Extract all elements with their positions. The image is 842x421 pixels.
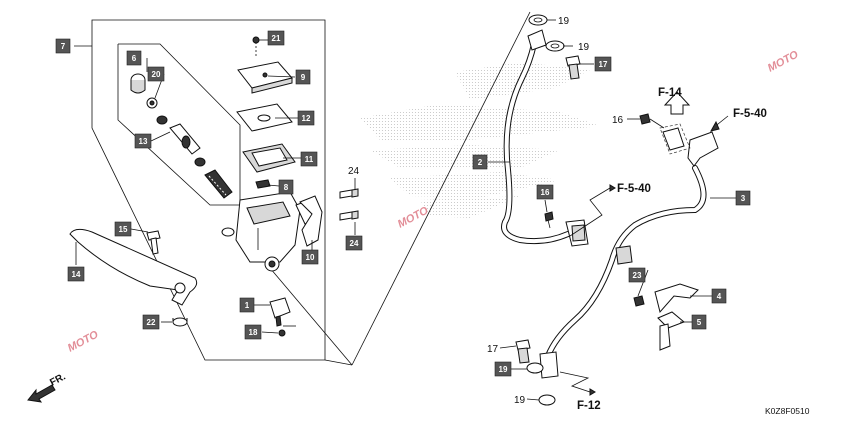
leader-lines xyxy=(75,19,736,401)
part-tag-11: 11 xyxy=(300,151,318,167)
part-tag-4: 4 xyxy=(711,288,727,304)
svg-text:6: 6 xyxy=(132,54,137,63)
svg-text:15: 15 xyxy=(119,225,128,234)
hose-guide-brackets xyxy=(633,283,699,351)
part-tag-15: 15 xyxy=(114,221,132,237)
part-tag-2: 2 xyxy=(472,154,488,170)
part-tag-5: 5 xyxy=(691,314,707,330)
part-tag-10: 10 xyxy=(301,249,319,265)
piston-kit xyxy=(130,73,233,199)
svg-text:1: 1 xyxy=(245,301,250,310)
part-tag-9: 9 xyxy=(295,69,311,85)
part-number-17: 17 xyxy=(487,344,499,355)
svg-text:3: 3 xyxy=(741,194,746,203)
bolts-24 xyxy=(339,188,359,221)
svg-text:19: 19 xyxy=(499,365,508,374)
svg-text:17: 17 xyxy=(599,60,608,69)
svg-text:4: 4 xyxy=(717,292,722,301)
part-tag-20: 20 xyxy=(147,66,165,82)
svg-text:12: 12 xyxy=(302,114,311,123)
watermark-text: MOTO xyxy=(66,328,101,354)
svg-text:20: 20 xyxy=(152,70,161,79)
front-direction-label: FR. xyxy=(48,371,68,388)
reservoir-cap xyxy=(237,61,293,94)
part-tag-21: 21 xyxy=(267,30,285,46)
svg-text:5: 5 xyxy=(697,318,702,327)
diagram-code: K0Z8F0510 xyxy=(765,406,810,416)
watermark-text: MOTO xyxy=(766,48,801,74)
svg-text:10: 10 xyxy=(306,253,315,262)
brake-hose-lower xyxy=(539,131,719,379)
reference-f14: F-14 xyxy=(658,87,682,99)
reference-f540-top: F-5-40 xyxy=(733,108,767,120)
part-number-19: 19 xyxy=(558,16,570,27)
clip xyxy=(255,179,271,189)
svg-text:11: 11 xyxy=(305,155,314,164)
svg-text:9: 9 xyxy=(301,73,306,82)
svg-text:2: 2 xyxy=(478,158,483,167)
brake-lever xyxy=(69,228,198,306)
reference-f12: F-12 xyxy=(577,400,601,412)
part-tag-3: 3 xyxy=(735,190,751,206)
diaphragm xyxy=(242,143,296,173)
brake-switch xyxy=(269,297,296,337)
svg-text:16: 16 xyxy=(541,188,550,197)
pivot-nut xyxy=(172,317,188,327)
background-logo-dots xyxy=(360,62,600,218)
part-number-19: 19 xyxy=(514,395,526,406)
reference-arrows xyxy=(559,91,729,396)
part-tag-7: 7 xyxy=(55,38,71,54)
front-direction-arrow xyxy=(27,384,56,403)
svg-text:21: 21 xyxy=(272,34,281,43)
brake-hose-upper xyxy=(501,29,589,247)
part-tag-24: 24 xyxy=(345,235,363,251)
svg-text:14: 14 xyxy=(72,270,81,279)
watermark-text: MOTO xyxy=(396,204,431,230)
svg-text:24: 24 xyxy=(350,239,359,248)
part-tag-17-top: 17 xyxy=(594,56,612,72)
part-tag-6: 6 xyxy=(126,50,142,66)
master-cylinder-holder xyxy=(299,195,323,247)
part-tag-22: 22 xyxy=(142,314,160,330)
svg-text:18: 18 xyxy=(249,328,258,337)
part-tag-1: 1 xyxy=(239,297,255,313)
part-tag-16: 16 xyxy=(536,184,554,200)
part-tag-12: 12 xyxy=(297,110,315,126)
oil-bolt-top xyxy=(565,55,581,80)
cap-screw xyxy=(252,36,268,56)
part-number-24: 24 xyxy=(348,166,360,177)
oil-bolt-bottom xyxy=(515,339,556,406)
svg-text:13: 13 xyxy=(139,137,148,146)
svg-text:22: 22 xyxy=(147,318,156,327)
part-tag-13: 13 xyxy=(134,133,152,149)
part-number-19: 19 xyxy=(578,42,590,53)
part-tag-8: 8 xyxy=(278,179,294,195)
part-number-16: 16 xyxy=(612,115,624,126)
svg-text:8: 8 xyxy=(284,183,289,192)
reference-f540-mid: F-5-40 xyxy=(617,183,651,195)
svg-text:23: 23 xyxy=(633,271,642,280)
hose-bolt-16 xyxy=(544,211,554,229)
part-tag-18: 18 xyxy=(244,324,262,340)
part-tag-19-bottom: 19 xyxy=(494,361,512,377)
svg-text:7: 7 xyxy=(61,42,66,51)
pivot-bolt xyxy=(146,230,161,255)
diaphragm-plate xyxy=(236,103,293,132)
part-tag-23: 23 xyxy=(628,267,646,283)
upper-hose-guide xyxy=(639,113,691,155)
part-tag-14: 14 xyxy=(67,266,85,282)
